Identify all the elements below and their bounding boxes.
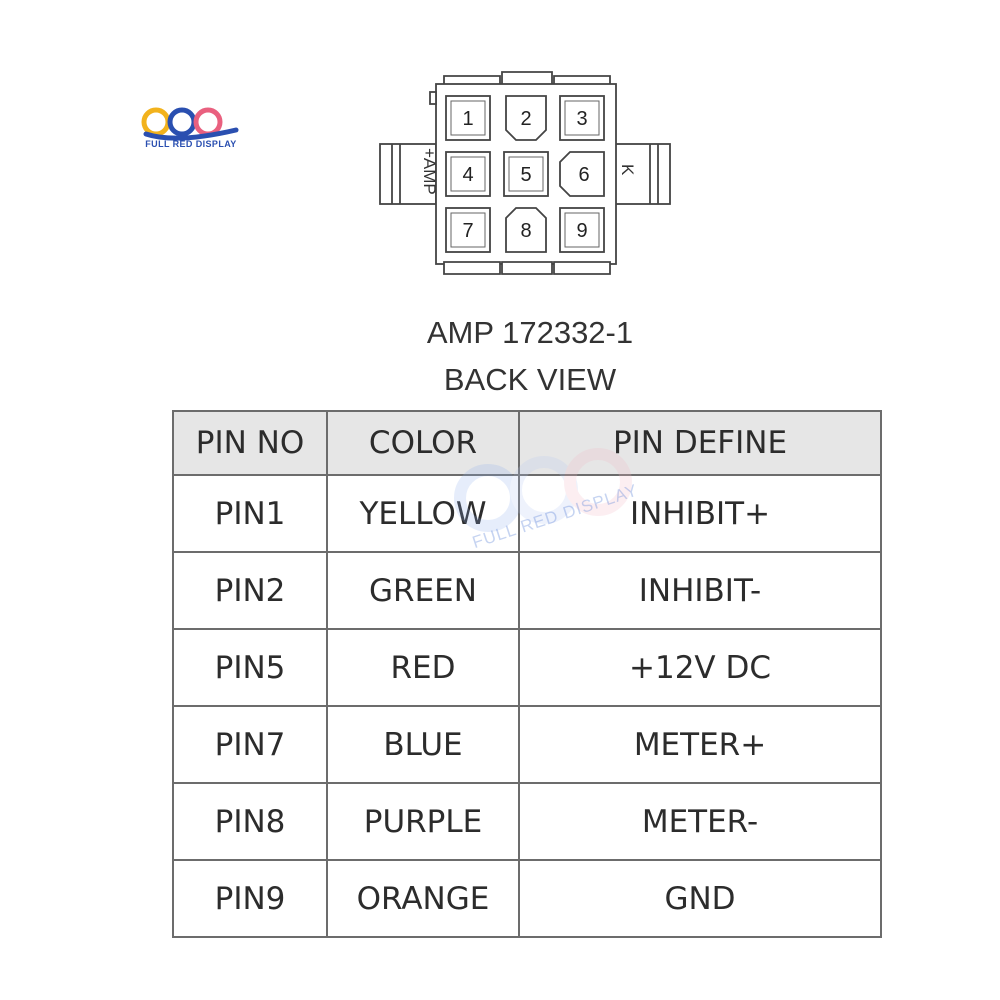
cell-pin-no: PIN7: [172, 705, 328, 784]
pin-number-6: 6: [578, 164, 589, 186]
pin-cavity-4: [445, 151, 491, 197]
pin-cavity-9: [559, 207, 605, 253]
cell-color: YELLOW: [326, 474, 520, 553]
cell-pin-define: GND: [518, 859, 882, 938]
cell-pin-no: PIN9: [172, 859, 328, 938]
pin-table: PIN NO COLOR PIN DEFINE PIN1 YELLOW INHI…: [172, 410, 882, 938]
header-pin-no: PIN NO: [172, 410, 328, 476]
pin-number-8: 8: [520, 220, 531, 242]
pin-cavity-6: [559, 151, 605, 197]
header-pin-define: PIN DEFINE: [518, 410, 882, 476]
cell-pin-no: PIN2: [172, 551, 328, 630]
cell-pin-define: INHIBIT+: [518, 474, 882, 553]
pin-number-2: 2: [520, 108, 531, 130]
pin-number-3: 3: [576, 108, 587, 130]
table-row: PIN5 RED +12V DC: [172, 628, 882, 707]
pin-number-9: 9: [576, 220, 587, 242]
cell-color: GREEN: [326, 551, 520, 630]
connector-part-number: AMP 172332-1: [426, 315, 634, 350]
cell-pin-no: PIN8: [172, 782, 328, 861]
connector-diagram: 1 2 3 4 5 6 7 8 9 +AMP K: [379, 71, 671, 275]
table-row: PIN9 ORANGE GND: [172, 859, 882, 938]
pin-number-1: 1: [462, 108, 473, 130]
cell-pin-define: METER-: [518, 782, 882, 861]
table-row: PIN1 YELLOW INHIBIT+: [172, 474, 882, 553]
cell-pin-define: +12V DC: [518, 628, 882, 707]
pin-cavity-7: [445, 207, 491, 253]
pin-cavity-2: [505, 95, 547, 141]
connector-left-label: +AMP: [420, 148, 439, 195]
pin-cavity-5: [503, 151, 549, 197]
table-row: PIN8 PURPLE METER-: [172, 782, 882, 861]
pin-cavity-8: [505, 207, 547, 253]
cell-pin-no: PIN5: [172, 628, 328, 707]
cell-pin-define: INHIBIT-: [518, 551, 882, 630]
pin-cavity-3: [559, 95, 605, 141]
connector-view-label: BACK VIEW: [443, 362, 617, 397]
connector-right-label: K: [618, 164, 637, 176]
table-row: PIN7 BLUE METER+: [172, 705, 882, 784]
cell-color: BLUE: [326, 705, 520, 784]
cell-color: ORANGE: [326, 859, 520, 938]
logo-text: FULL RED DISPLAY: [145, 139, 237, 149]
pin-number-7: 7: [462, 220, 473, 242]
cell-pin-define: METER+: [518, 705, 882, 784]
header-color: COLOR: [326, 410, 520, 476]
cell-color: PURPLE: [326, 782, 520, 861]
table-row: PIN2 GREEN INHIBIT-: [172, 551, 882, 630]
pin-number-5: 5: [520, 164, 531, 186]
pin-number-4: 4: [462, 164, 473, 186]
logo: [141, 107, 239, 141]
table-header-row: PIN NO COLOR PIN DEFINE: [172, 410, 882, 476]
cell-pin-no: PIN1: [172, 474, 328, 553]
cell-color: RED: [326, 628, 520, 707]
pin-cavity-1: [445, 95, 491, 141]
